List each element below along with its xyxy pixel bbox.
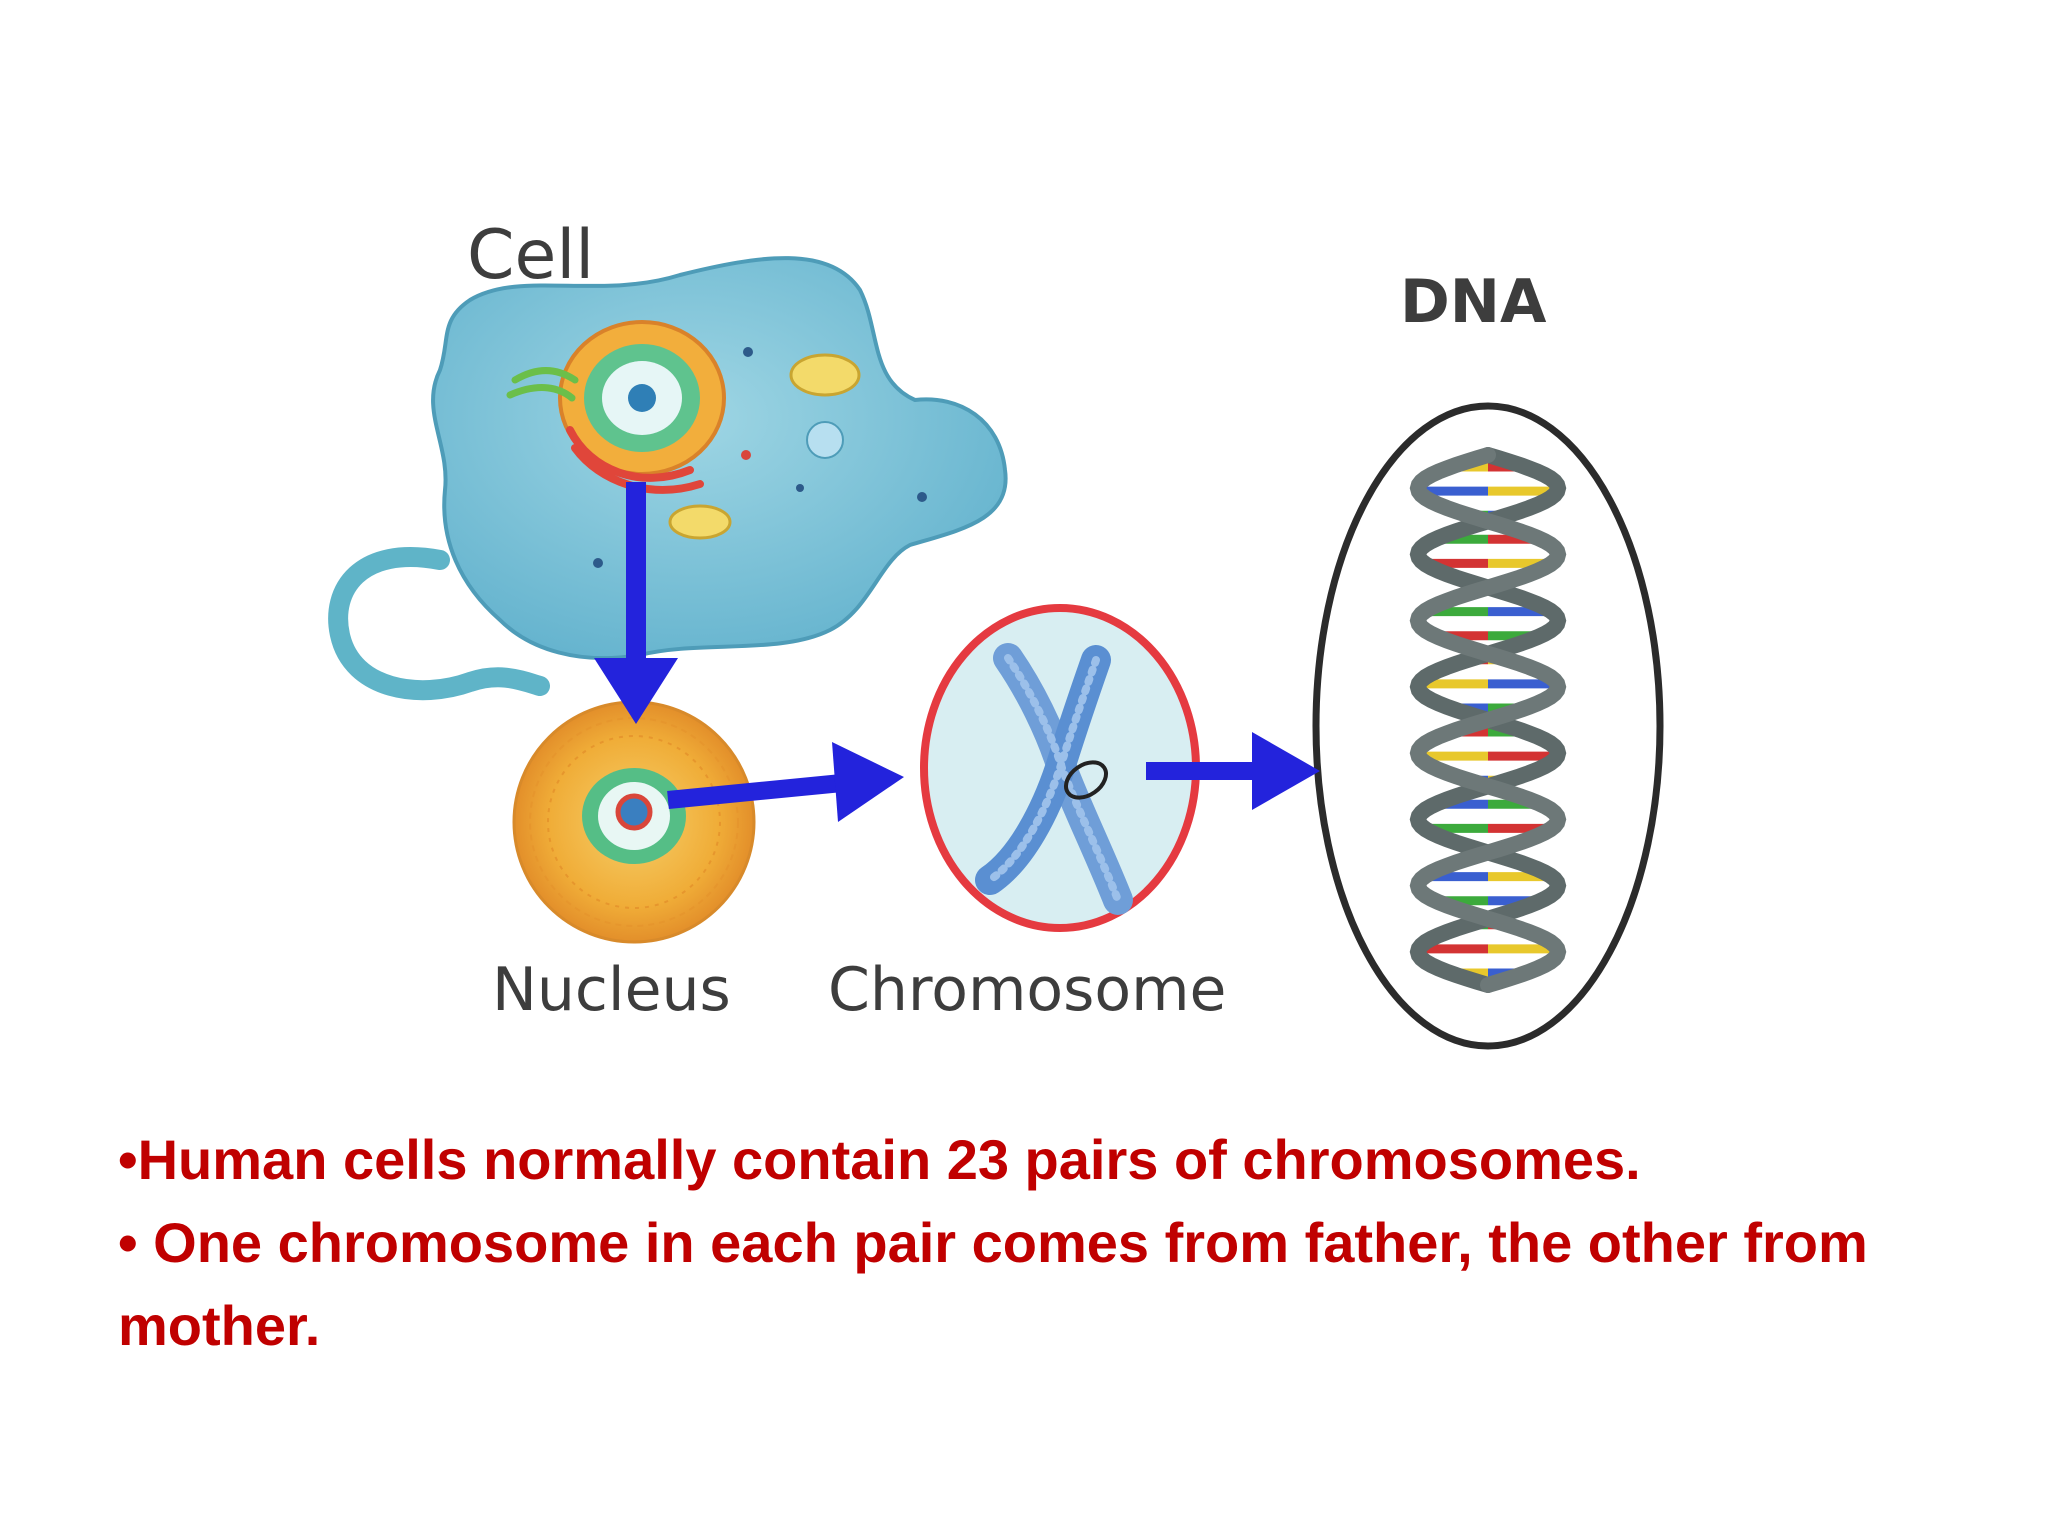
vesicle [917,492,927,502]
label-chromosome: Chromosome [828,955,1226,1025]
arrow-nucleus-to-chromosome [667,742,904,822]
label-dna: DNA [1400,267,1547,337]
nucleolus [615,793,653,831]
vesicle [743,347,753,357]
cell-nucleolus [628,384,656,412]
label-nucleus: Nucleus [492,955,731,1025]
chromosome-highlight [1064,760,1108,800]
label-cell: Cell [467,216,594,295]
vesicle [593,558,603,568]
golgi-apparatus [506,367,579,402]
cell-body [431,256,1008,661]
cell-tail [328,547,550,701]
vesicle [796,484,804,492]
dna-backbone-strand [1409,447,1567,993]
vesicle [741,450,751,460]
mitochondrion [668,504,732,540]
dna-ring [1312,402,1664,1050]
bullet-item: • One chromosome in each pair comes from… [118,1211,1868,1357]
nucleus-illustration [512,700,756,944]
bullet-item: •Human cells normally contain 23 pairs o… [118,1128,1641,1191]
mitochondrion [789,353,861,397]
arrow-chromosome-to-dna [1146,732,1320,810]
vacuole [806,421,844,459]
cell-illustration [328,256,1008,701]
dna-illustration [1312,402,1664,1050]
chromosome-illustration [920,604,1200,932]
bullet-list: •Human cells normally contain 23 pairs o… [118,1118,1968,1367]
arrow-cell-to-nucleus [594,482,678,724]
